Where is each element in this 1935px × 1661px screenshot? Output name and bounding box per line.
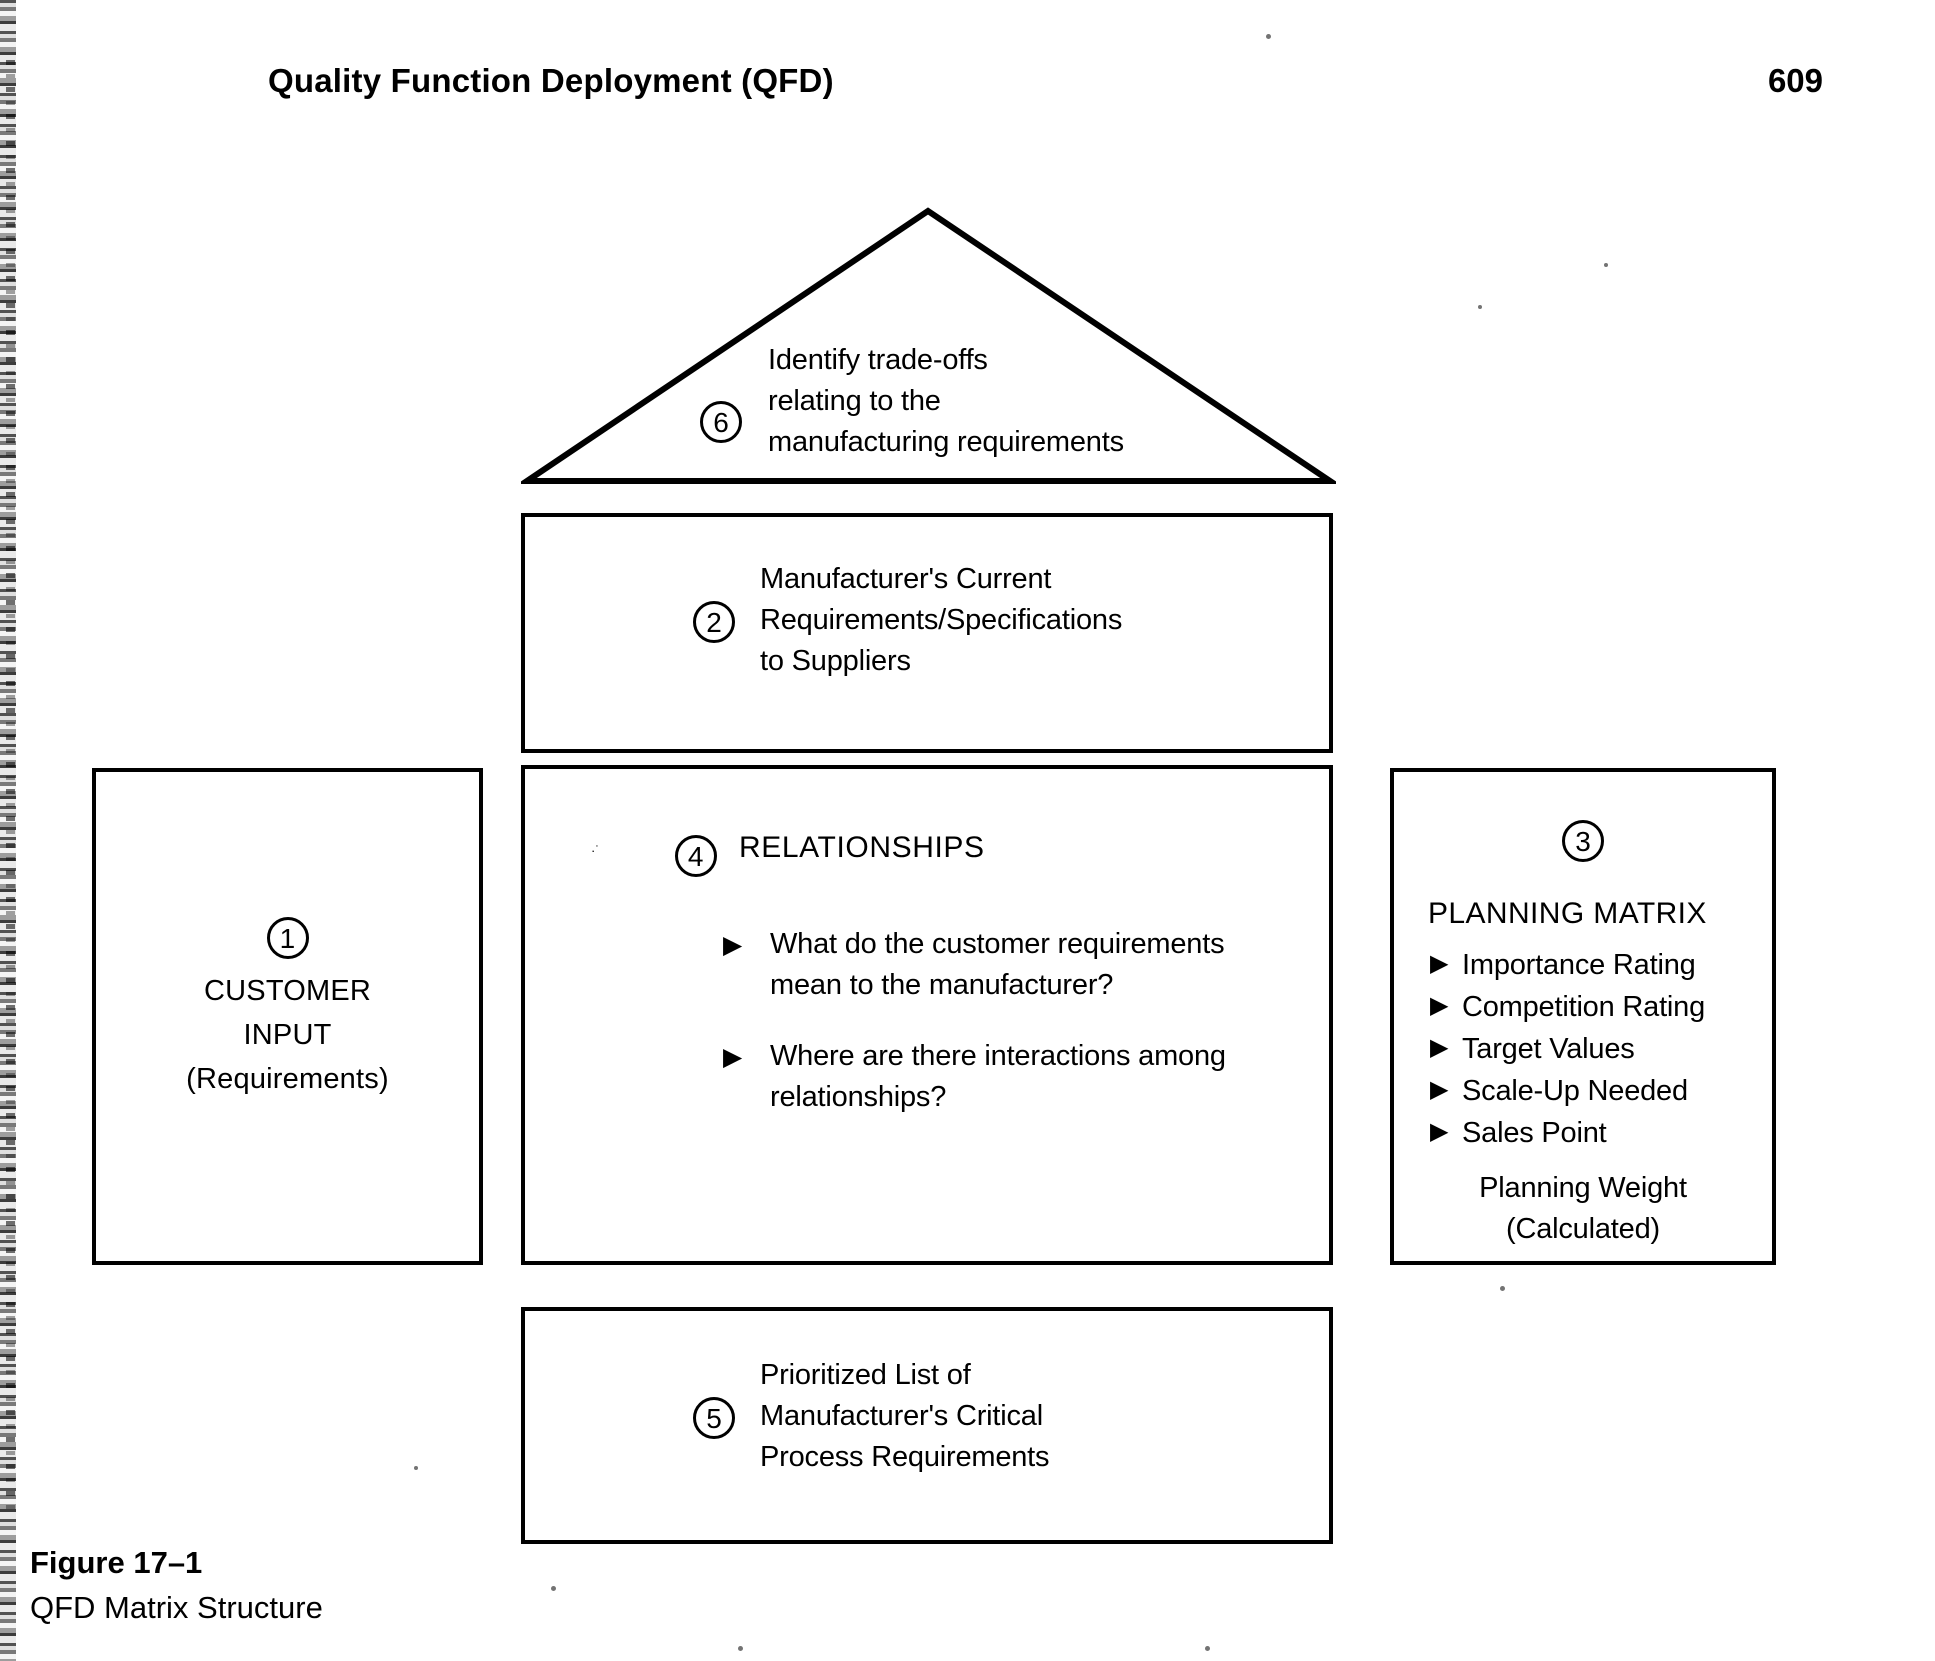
box-relationships: 4 RELATIONSHIPS ▶ What do the customer re…	[521, 765, 1333, 1265]
scan-speck	[1604, 263, 1608, 267]
triangle-bullet-icon: ▶	[1430, 992, 1449, 1019]
figure-title: QFD Matrix Structure	[30, 1590, 323, 1625]
triangle-bullet-icon: ▶	[723, 931, 743, 959]
step-number-5: 5	[693, 1397, 735, 1439]
triangle-bullet-icon: ▶	[1430, 950, 1449, 977]
triangle-bullet-icon: ▶	[1430, 1034, 1449, 1061]
list-item: ▶ Importance Rating	[1430, 944, 1705, 986]
list-item-label: What do the customer requirements mean t…	[770, 928, 1225, 1001]
scan-speck	[738, 1646, 743, 1651]
scan-speck	[1266, 34, 1271, 39]
box1-line-3: (Requirements)	[186, 1063, 389, 1095]
roof-line-2: relating to the	[768, 385, 941, 417]
step-number-1: 1	[96, 917, 479, 961]
list-item-label: Importance Rating	[1462, 949, 1696, 981]
box5-text: Prioritized List of Manufacturer's Criti…	[760, 1355, 1300, 1478]
circled-number: 3	[1562, 820, 1604, 862]
list-item: ▶ Scale-Up Needed	[1430, 1070, 1705, 1112]
box1-line-2: INPUT	[243, 1019, 332, 1051]
step-number-2: 2	[693, 601, 735, 643]
box2-line-2: Requirements/Specifications	[760, 604, 1123, 636]
list-item: ▶ What do the customer requirements mean…	[723, 924, 1298, 1006]
box-customer-input: 1 CUSTOMER INPUT (Requirements)	[92, 768, 483, 1265]
box4-bullet-list: ▶ What do the customer requirements mean…	[723, 924, 1298, 1148]
list-item-label: Sales Point	[1462, 1117, 1607, 1149]
list-item: ▶ Target Values	[1430, 1028, 1705, 1070]
roof-text: Identify trade-offs relating to the manu…	[768, 340, 1248, 463]
box2-text: Manufacturer's Current Requirements/Spec…	[760, 559, 1300, 682]
box3-title: PLANNING MATRIX	[1428, 897, 1707, 930]
scan-speck	[1478, 305, 1482, 309]
list-item: ▶ Competition Rating	[1430, 986, 1705, 1028]
box4-title-row: 4 RELATIONSHIPS	[675, 831, 985, 877]
box3-footer: Planning Weight (Calculated)	[1394, 1168, 1772, 1250]
circled-number: 1	[266, 917, 309, 959]
circled-number: 2	[693, 601, 735, 643]
roof-line-1: Identify trade-offs	[768, 344, 988, 376]
scan-speck: ·˙	[591, 843, 600, 858]
triangle-bullet-icon: ▶	[723, 1043, 743, 1071]
box-planning-matrix: 3 PLANNING MATRIX ▶ Importance Rating ▶ …	[1390, 768, 1776, 1265]
box2-line-3: to Suppliers	[760, 645, 911, 677]
circled-number: 4	[675, 835, 717, 877]
page-number: 609	[1767, 62, 1823, 99]
running-head: Quality Function Deployment (QFD)	[268, 62, 834, 99]
box1-content: 1 CUSTOMER INPUT (Requirements)	[96, 917, 479, 1101]
box5-line-3: Process Requirements	[760, 1441, 1050, 1473]
scan-speck	[1205, 1646, 1210, 1651]
box-prioritized-list: 5 Prioritized List of Manufacturer's Cri…	[521, 1307, 1333, 1544]
scan-binding-artifact-inner	[6, 60, 15, 1510]
list-item-label: Scale-Up Needed	[1462, 1075, 1688, 1107]
triangle-bullet-icon: ▶	[1430, 1076, 1449, 1103]
list-item: ▶ Where are there interactions among rel…	[723, 1036, 1298, 1118]
step-number-6: 6	[700, 401, 742, 443]
circled-number: 5	[693, 1397, 735, 1439]
box2-line-1: Manufacturer's Current	[760, 563, 1052, 595]
figure-label: Figure 17–1	[30, 1545, 203, 1580]
step-number-3: 3	[1394, 820, 1772, 862]
box3-footer-line-1: Planning Weight	[1479, 1172, 1687, 1204]
list-item: ▶ Sales Point	[1430, 1112, 1705, 1154]
scan-speck	[414, 1466, 418, 1470]
circled-number: 6	[700, 401, 742, 443]
list-item-label: Target Values	[1462, 1033, 1635, 1065]
box5-line-2: Manufacturer's Critical	[760, 1400, 1043, 1432]
figure-caption: Figure 17–1 QFD Matrix Structure	[30, 1540, 323, 1630]
roof-line-3: manufacturing requirements	[768, 426, 1124, 458]
box4-title: RELATIONSHIPS	[739, 831, 985, 864]
list-item-label: Where are there interactions among relat…	[770, 1040, 1226, 1113]
scan-speck	[551, 1586, 556, 1591]
box1-line-1: CUSTOMER	[203, 975, 372, 1007]
box3-bullet-list: ▶ Importance Rating ▶ Competition Rating…	[1430, 944, 1705, 1154]
box5-line-1: Prioritized List of	[760, 1359, 971, 1391]
box3-footer-line-2: (Calculated)	[1506, 1213, 1660, 1245]
box-manufacturers-current-requirements: 2 Manufacturer's Current Requirements/Sp…	[521, 513, 1333, 753]
triangle-bullet-icon: ▶	[1430, 1118, 1449, 1145]
scan-speck	[1500, 1286, 1505, 1291]
list-item-label: Competition Rating	[1462, 991, 1706, 1023]
